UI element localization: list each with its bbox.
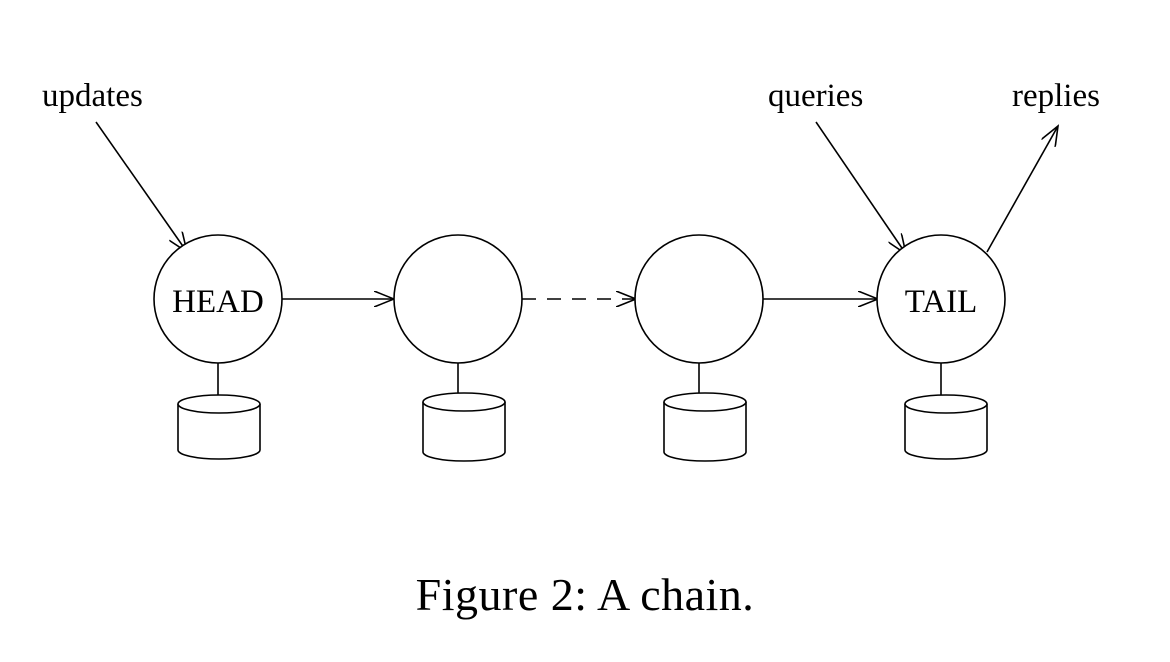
middle-2-server-circle	[634, 234, 764, 364]
tail-storage-icon	[904, 394, 988, 460]
replies-label: replies	[1012, 78, 1100, 114]
middle-2-storage-icon	[663, 392, 747, 462]
queries-label: queries	[768, 78, 863, 114]
chain-node-tail: TAIL	[876, 234, 1006, 460]
chain-node-head: HEAD	[153, 234, 283, 460]
updates-label: updates	[42, 78, 143, 114]
figure-caption: Figure 2: A chain.	[415, 569, 755, 620]
chain-node-middle-2	[634, 234, 764, 462]
chain-node-middle-1	[393, 234, 523, 462]
replies-arrow	[986, 126, 1058, 253]
updates-arrow	[95, 121, 187, 252]
queries-arrow	[815, 121, 906, 254]
head-storage-icon	[177, 394, 261, 460]
head-node-label: HEAD	[172, 284, 264, 320]
middle-1-storage-icon	[422, 392, 506, 462]
tail-node-label: TAIL	[905, 284, 978, 320]
middle-1-server-circle	[393, 234, 523, 364]
